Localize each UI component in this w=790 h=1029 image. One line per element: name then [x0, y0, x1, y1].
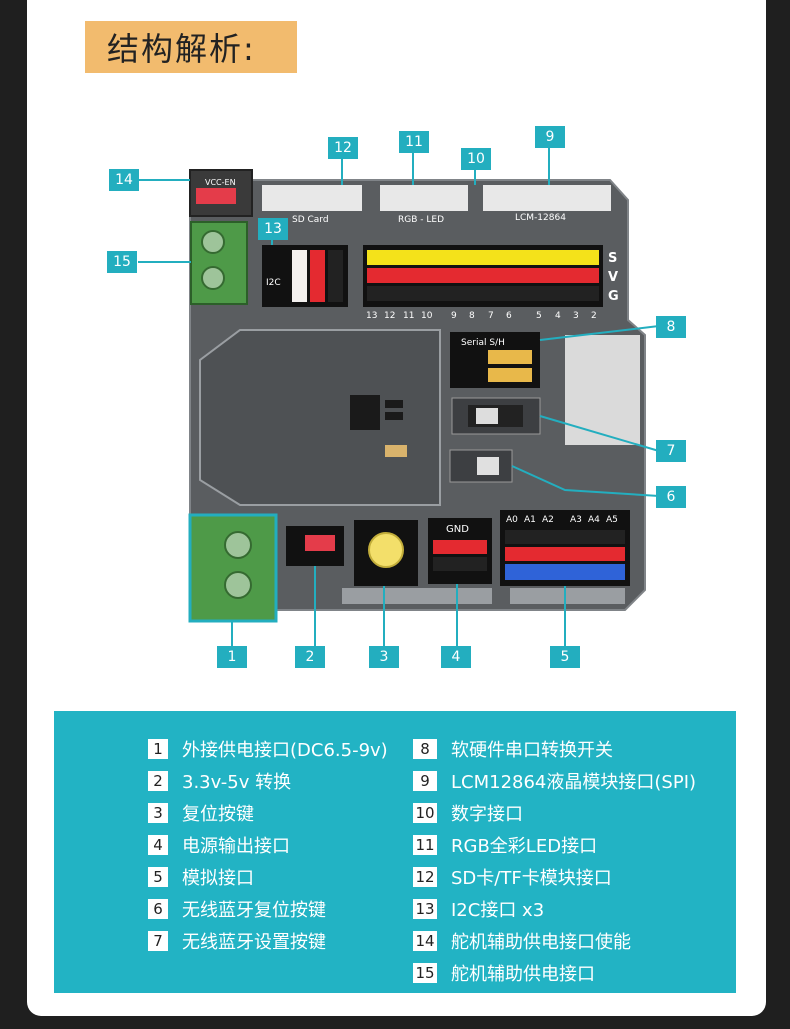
callout-13: 13 — [258, 218, 288, 240]
callout-8: 8 — [656, 316, 686, 338]
section-title: 结构解析: — [107, 30, 256, 68]
svg-text:5: 5 — [536, 311, 542, 321]
callout-14: 14 — [109, 169, 139, 191]
lcm-header — [483, 185, 611, 211]
callout-12: 12 — [328, 137, 358, 159]
sd-card-header — [262, 185, 362, 211]
svg-text:8: 8 — [469, 311, 475, 321]
svg-text:A4: A4 — [588, 515, 600, 525]
svg-text:A1: A1 — [524, 515, 536, 525]
svg-text:7: 7 — [488, 311, 494, 321]
callout-4: 4 — [441, 646, 471, 668]
callout-6: 6 — [656, 486, 686, 508]
svg-text:LCM-12864: LCM-12864 — [515, 213, 566, 223]
svg-text:13: 13 — [366, 311, 377, 321]
svg-text:10: 10 — [421, 311, 433, 321]
svg-text:V: V — [608, 270, 618, 285]
svg-text:Serial S/H: Serial S/H — [461, 338, 505, 348]
svg-text:6: 6 — [506, 311, 512, 321]
callout-15: 15 — [107, 251, 137, 273]
callout-7: 7 — [656, 440, 686, 462]
svg-text:S: S — [608, 251, 617, 266]
svg-text:2: 2 — [591, 311, 597, 321]
svg-text:RGB - LED: RGB - LED — [398, 215, 444, 225]
callout-3: 3 — [369, 646, 399, 668]
svg-text:11: 11 — [403, 311, 414, 321]
svg-text:G: G — [608, 289, 619, 304]
callout-1: 1 — [217, 646, 247, 668]
svg-text:A3: A3 — [570, 515, 582, 525]
svg-text:9: 9 — [451, 311, 457, 321]
callout-9: 9 — [535, 126, 565, 148]
svg-text:A0: A0 — [506, 515, 518, 525]
svg-text:4: 4 — [555, 311, 561, 321]
digital-pin-numbers: 13 12 11 10 9 8 7 6 5 4 3 2 — [366, 311, 597, 321]
svg-text:3: 3 — [573, 311, 579, 321]
callout-11: 11 — [399, 131, 429, 153]
module-outline — [199, 329, 441, 506]
rgb-led-header — [380, 185, 468, 211]
callout-2: 2 — [295, 646, 325, 668]
dc-terminal — [188, 513, 278, 623]
silk-vcc-en: VCC-EN — [205, 178, 236, 187]
callout-5: 5 — [550, 646, 580, 668]
callout-10: 10 — [461, 148, 491, 170]
svg-text:SD Card: SD Card — [292, 215, 329, 225]
svg-text:GND: GND — [446, 524, 469, 535]
i2c-pins — [292, 250, 343, 302]
regulator-chip — [350, 395, 380, 430]
svg-text:A5: A5 — [606, 515, 618, 525]
svg-text:A2: A2 — [542, 515, 554, 525]
section-title-box: 结构解析: — [85, 21, 297, 73]
svg-text:12: 12 — [384, 311, 395, 321]
bt-header — [565, 335, 640, 445]
svg-text:I2C: I2C — [266, 278, 281, 288]
